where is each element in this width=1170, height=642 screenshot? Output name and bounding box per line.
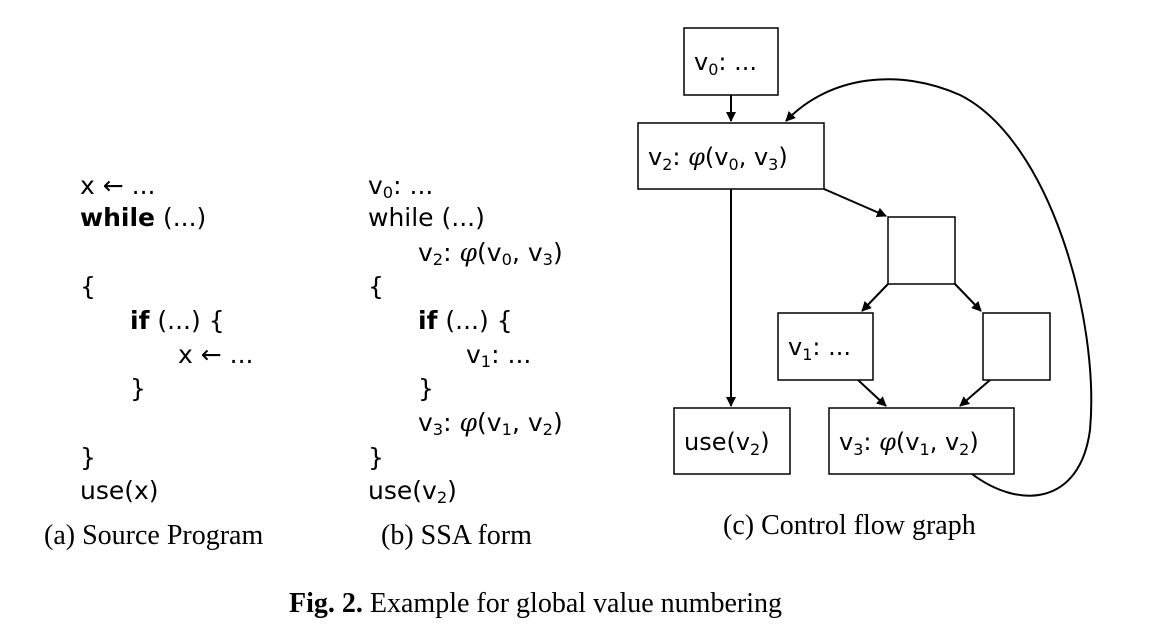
edge-v3-backedge-v2 <box>785 78 1093 497</box>
ssa-v2-sub: 2 <box>432 250 444 270</box>
ssa-line-while: while (...) <box>368 203 485 232</box>
keyword-if: if <box>130 306 150 335</box>
code-line-inner-assign: x ← ... <box>178 340 254 369</box>
cfg-label-v3: v3: φ(v1, v2) <box>839 428 979 459</box>
cfg-node-v2 <box>637 122 825 190</box>
caption-ssa-form: (b) SSA form <box>381 520 532 551</box>
cfg-label-use: use(v2) <box>684 428 770 459</box>
ssa-v2-args-sub1: 0 <box>501 250 512 270</box>
ssa-v2-name: v <box>418 238 433 267</box>
code-line-brace-open: { <box>80 272 96 301</box>
ssa-line-if: if (...) { <box>418 306 513 336</box>
ssa-v2-args-c: ) <box>552 238 563 267</box>
ssa-v2-colon: : <box>443 238 460 267</box>
ssa-v1-name: v <box>466 340 481 369</box>
cfg-node-v1 <box>777 312 874 381</box>
ssa-v3-args-c: ) <box>552 408 563 437</box>
figure-label: Fig. 2. <box>289 588 363 619</box>
code-line-assign: x ← ... <box>80 171 156 200</box>
phi-symbol: φ <box>459 238 478 267</box>
ssa-v2-args-b: , v <box>511 238 543 267</box>
ssa-v1-sub: 1 <box>480 352 492 372</box>
ssa-line-v2-phi: v2: φ(v0, v3) <box>418 238 563 275</box>
ssa-line-v1: v1: ... <box>466 340 531 377</box>
cfg-node-v3 <box>828 407 1015 475</box>
if-condition: (...) { <box>149 306 225 335</box>
ssa-line-use: use(v2) <box>368 476 457 513</box>
edge-branch-v1 <box>861 283 889 312</box>
ssa-line-brace-open: { <box>368 272 384 301</box>
edge-v1-v3 <box>857 379 887 407</box>
cfg-node-empty <box>982 312 1051 381</box>
code-line-use: use(x) <box>80 476 159 505</box>
caption-control-flow-graph: (c) Control flow graph <box>723 510 976 541</box>
ssa-v3-colon: : <box>443 408 460 437</box>
ssa-line-brace-close: } <box>368 443 384 472</box>
ssa-v3-args-sub2: 2 <box>542 420 553 440</box>
cfg-label-v2: v2: φ(v0, v3) <box>648 143 788 174</box>
keyword-while: while <box>80 203 155 232</box>
cfg-node-use <box>673 407 791 475</box>
caption-source-program: (a) Source Program <box>44 520 264 551</box>
figure-caption: Fig. 2. Example for global value numberi… <box>289 588 782 620</box>
code-line-if-close: } <box>130 374 146 403</box>
ssa-v3-sub: 3 <box>432 420 444 440</box>
while-condition: (...) <box>155 203 207 232</box>
edge-v2-branch <box>823 188 887 217</box>
ssa-keyword-if: if <box>418 306 438 335</box>
ssa-use-sub: 2 <box>436 488 448 508</box>
cfg-label-v0: v0: ... <box>694 48 757 79</box>
ssa-v3-args-sub1: 1 <box>501 420 512 440</box>
ssa-v0-name: v <box>368 171 383 200</box>
edge-empty-v3 <box>959 379 991 407</box>
ssa-v0-rest: : ... <box>393 171 434 200</box>
ssa-v0-sub: 0 <box>382 183 394 203</box>
figure-title: Example for global value numbering <box>362 588 782 619</box>
cfg-label-v1: v1: ... <box>788 333 851 364</box>
ssa-line-v3-phi: v3: φ(v1, v2) <box>418 408 563 445</box>
cfg-node-v0 <box>683 27 779 96</box>
ssa-if-condition: (...) { <box>437 306 513 335</box>
ssa-use-call: use(v <box>368 476 437 505</box>
ssa-v2-args-sub2: 3 <box>542 250 553 270</box>
ssa-line-v0: v0: ... <box>368 171 433 208</box>
ssa-v1-rest: : ... <box>491 340 532 369</box>
ssa-v3-args-b: , v <box>511 408 543 437</box>
ssa-line-if-close: } <box>418 374 434 403</box>
ssa-v2-args-a: (v <box>477 238 502 267</box>
cfg-node-branch <box>887 216 956 285</box>
edge-branch-empty <box>954 283 982 312</box>
code-line-if: if (...) { <box>130 306 225 336</box>
code-line-while: while (...) <box>80 203 206 233</box>
ssa-v3-args-a: (v <box>477 408 502 437</box>
code-line-brace-close: } <box>80 443 96 472</box>
ssa-v3-name: v <box>418 408 433 437</box>
phi-symbol: φ <box>459 408 478 437</box>
ssa-use-close: ) <box>447 476 457 505</box>
